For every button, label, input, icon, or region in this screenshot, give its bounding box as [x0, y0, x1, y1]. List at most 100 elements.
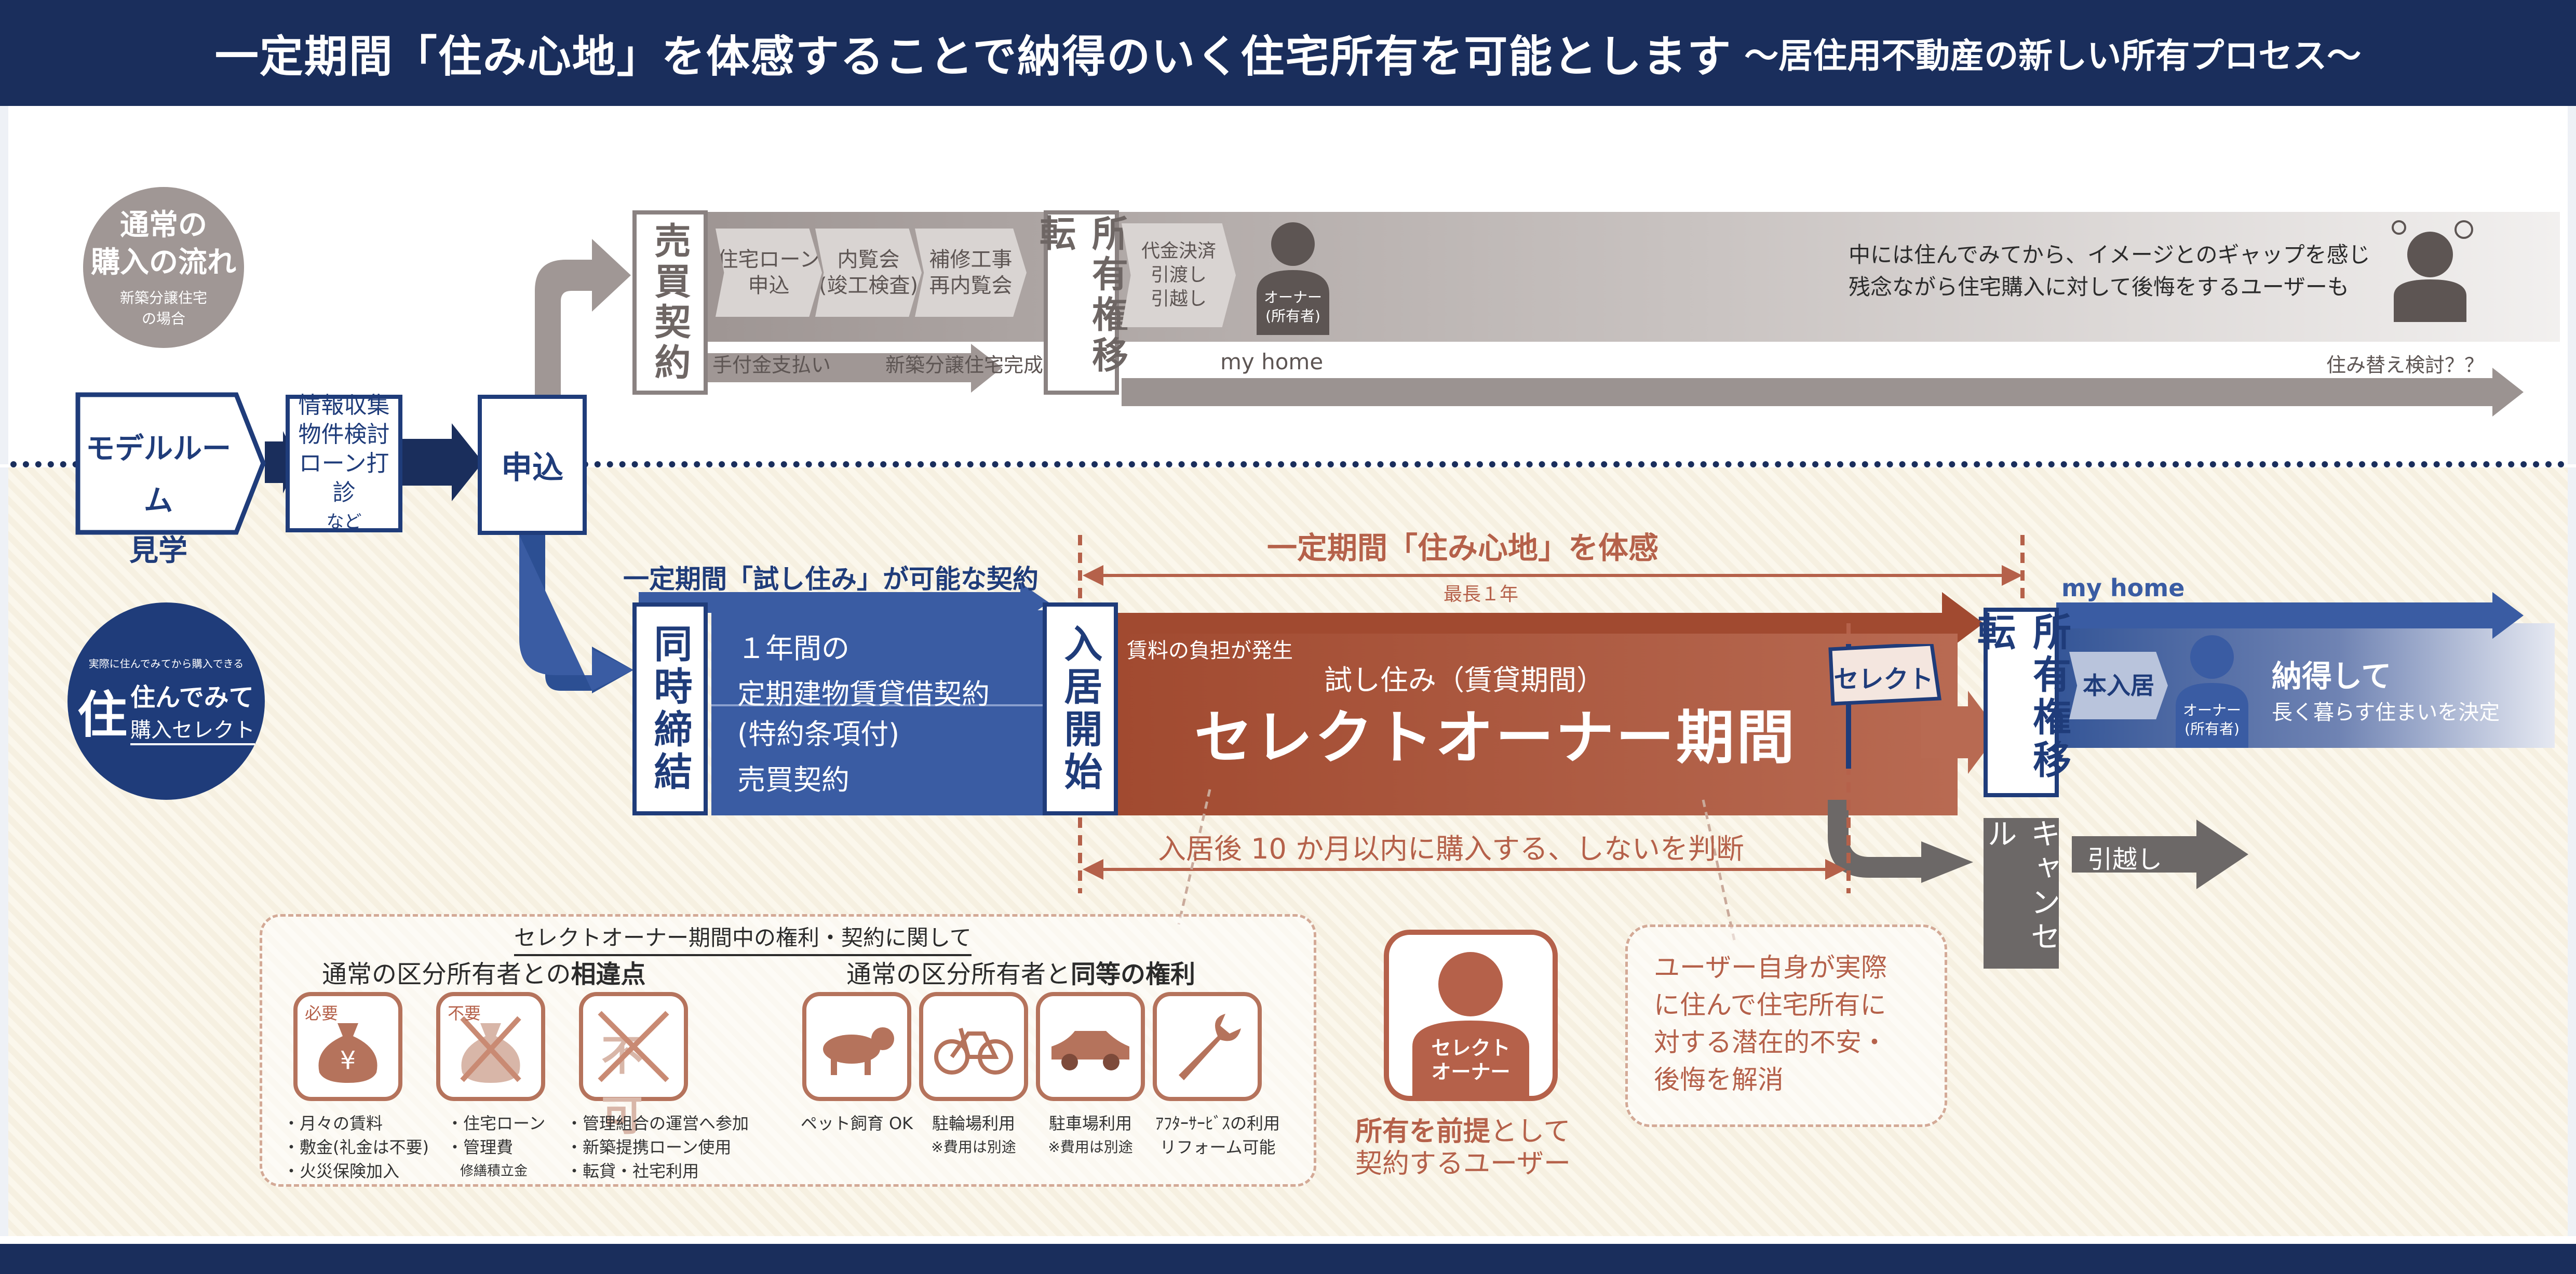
select-tagline: 実際に住んでみてから購入できる — [88, 658, 244, 670]
select-owner-line1: セレクト — [1431, 1037, 1510, 1060]
simultaneous-label: 同時締結 — [648, 624, 692, 794]
same-item-pet: ペット飼育 OK — [794, 1111, 919, 1135]
step-loan-line1: 住宅ローン — [717, 248, 820, 272]
ownership-transfer-label-top: 所有権移転 — [1033, 214, 1129, 377]
apply-label: 申込 — [501, 449, 563, 486]
final-move-in-label: 本入居 — [2083, 672, 2154, 700]
header-bar: 一定期間「住み心地」を体感することで納得のいく住宅所有を可能とします 〜居住用不… — [0, 0, 2576, 106]
final-move-in-step: 本入居 — [2069, 652, 2168, 719]
settlement-line1: 代金決済 — [1141, 240, 1216, 262]
select-logo-circle: 実際に住んでみてから購入できる 住 住んでみて 購入セレクト — [68, 602, 265, 800]
owner-bottom-line2: (所有者) — [2184, 720, 2240, 737]
myhome-arrow — [2056, 592, 2524, 639]
same-item-line2: ※費用は別途 — [1048, 1138, 1133, 1156]
select-logo-line2: 購入セレクト — [130, 713, 255, 745]
step-loan-line2: 申込 — [748, 274, 790, 298]
diff-items-1: ・月々の賃料 ・敷金(礼金は不要) ・火災保険加入 — [283, 1111, 429, 1183]
same-item-line1: 駐車場利用 — [1048, 1114, 1132, 1133]
branch-arrow-up — [535, 239, 631, 395]
same-heading-pre: 通常の区分所有者と — [846, 960, 1071, 989]
settlement-line2: 引渡し — [1150, 264, 1207, 286]
move-out-label: 引越し — [2087, 845, 2163, 874]
money-bag-required-icon: 必要 ¥ — [293, 992, 402, 1101]
diff-heading-pre: 通常の区分所有者との — [322, 960, 571, 989]
owner-top-line1: オーナー — [1263, 289, 1322, 306]
same-heading-bold: 同等の権利 — [1071, 960, 1196, 989]
normal-flow-circle: 通常の 購入の流れ 新築分譲住宅 の場合 — [83, 187, 244, 348]
cancel-box: キャンセル — [1982, 818, 2061, 969]
model-room-line2: 見学 — [129, 534, 187, 568]
step-preview-line1: 内覧会 — [837, 248, 900, 272]
caption-bold: 所有を前提 — [1355, 1116, 1491, 1147]
anxiety-line1: ユーザー自身が実際 — [1654, 953, 1887, 983]
select-owner-caption: 所有を前提として 契約するユーザー — [1355, 1116, 1571, 1180]
move-in-label: 入居開始 — [1058, 624, 1102, 794]
diff-item: ・管理費 — [447, 1137, 514, 1157]
car-icon — [1036, 992, 1145, 1101]
diff-item: ・月々の賃料 — [283, 1114, 383, 1133]
diff-item: ・火災保険加入 — [283, 1161, 400, 1181]
regret-line1: 中には住んでみてから、イメージとのギャップを感じ — [1849, 242, 2370, 267]
simultaneous-box: 同時締結 — [632, 602, 708, 815]
satisfied-sub: 長く暮らす住まいを決定 — [2272, 701, 2500, 725]
same-item-bicycle: 駐輪場利用 ※費用は別途 — [914, 1111, 1033, 1159]
owner-person-icon-top: オーナー (所有者) — [1251, 216, 1334, 335]
owner-bottom-line1: オーナー — [2182, 702, 2241, 719]
rent-note: 賃料の負担が発生 — [1127, 639, 1293, 663]
step-repair-line1: 補修工事 — [929, 248, 1013, 272]
lease-line1: １年間の — [737, 632, 849, 665]
page-title: 一定期間「住み心地」を体感することで納得のいく住宅所有を可能とします — [214, 31, 1732, 82]
same-heading: 通常の区分所有者と同等の権利 — [846, 954, 1195, 990]
same-item-aftercare: ｱﾌﾀｰｻｰﾋﾞｽの利用 リフォーム可能 — [1145, 1111, 1290, 1159]
anxiety-line3: 対する潜在的不安・ — [1654, 1027, 1887, 1057]
label-myhome-top: my home — [1220, 349, 1324, 374]
timeline-arrow-top — [1122, 368, 2524, 417]
sales-contract-box: 売買契約 — [632, 210, 708, 395]
normal-flow-note1: 新築分譲住宅 — [119, 289, 207, 306]
caption-rest: として — [1490, 1116, 1571, 1147]
section-divider — [10, 461, 2565, 467]
label-replace: 住み替え検討？？ — [2326, 354, 2485, 377]
settlement-line3: 引越し — [1150, 288, 1207, 310]
anxiety-line2: に住んで住宅所有に — [1654, 990, 1886, 1020]
diff-item: ・管理組合の運営へ参加 — [566, 1114, 749, 1133]
trial-contract-label: 一定期間「試し住み」が可能な契約 — [623, 564, 1039, 594]
same-item-line1: ペット飼育 OK — [800, 1114, 913, 1133]
select-logo-line1: 住んでみて — [130, 682, 254, 712]
select-flag-label: セレクト — [1833, 665, 1934, 694]
ownership-transfer-label-bottom: 所有権移転 — [1971, 612, 2071, 782]
diff-item: ・住宅ローン — [447, 1114, 546, 1133]
info-line2: 物件検討 — [298, 421, 390, 448]
badge-notrequired: 不要 — [448, 1003, 481, 1023]
caption-line2: 契約するユーザー — [1355, 1148, 1571, 1179]
diff-heading-bold: 相違点 — [571, 960, 646, 989]
judgement-label: 入居後 10 か月以内に購入する、しないを判断 — [1158, 833, 1745, 865]
dog-icon — [802, 992, 911, 1101]
model-room-line1: モデルルーム — [86, 432, 231, 518]
ownership-transfer-box-bottom: 所有権移転 — [1971, 608, 2071, 797]
owner-period: セレクトオーナー期間 — [1194, 704, 1797, 772]
select-logo-glyph: 住 — [77, 686, 127, 744]
satisfied-note: 納得して 長く暮らす住まいを決定 — [2272, 652, 2500, 726]
info-line1: 情報収集 — [298, 392, 390, 419]
info-gathering-box: 情報収集 物件検討 ローン打診 など — [286, 392, 402, 532]
same-item-line1: ｱﾌﾀｰｻｰﾋﾞｽの利用 — [1155, 1114, 1280, 1133]
same-item-parking: 駐車場利用 ※費用は別途 — [1031, 1111, 1150, 1159]
sale-contract: (特約条項付) 売買契約 — [711, 706, 1044, 803]
info-line4: など — [326, 511, 362, 532]
contract-arrow-top — [639, 344, 1002, 393]
diff-heading: 通常の区分所有者との相違点 — [322, 954, 646, 990]
label-deposit: 手付金支払い — [712, 354, 831, 377]
lease-contract: １年間の 定期建物賃貸借契約 — [711, 610, 1044, 710]
select-flag: セレクト — [1828, 644, 1942, 706]
experience-title: 一定期間「住み心地」を体感 — [1267, 530, 1659, 566]
same-item-line1: 駐輪場利用 — [932, 1114, 1015, 1133]
diff-item: 修繕積立金 — [447, 1163, 528, 1179]
contract-details: １年間の 定期建物賃貸借契約 (特約条項付) 売買契約 — [711, 610, 1044, 815]
trial-period: 試し住み（賃貸期間） — [1324, 664, 1604, 696]
bicycle-icon — [919, 992, 1028, 1101]
sale-line1: (特約条項付) — [737, 718, 900, 750]
normal-flow-line1: 通常の — [120, 208, 207, 242]
anxiety-bubble: ユーザー自身が実際 に住んで住宅所有に 対する潜在的不安・ 後悔を解消 — [1625, 924, 1947, 1127]
label-myhome-bottom: my home — [2061, 574, 2185, 602]
